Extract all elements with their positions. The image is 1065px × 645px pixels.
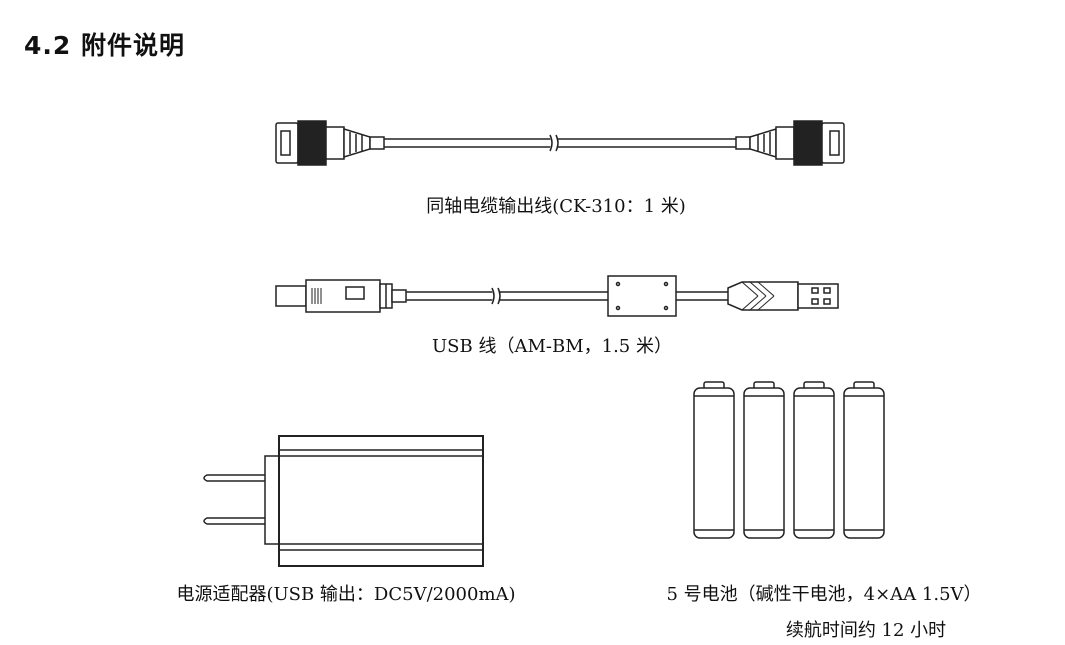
power-adapter-illustration [203, 435, 484, 567]
batteries-illustration [693, 381, 885, 539]
batteries-runtime-caption: 续航时间约 12 小时 [785, 620, 947, 641]
battery-4 [843, 381, 885, 539]
coax-cable-illustration [275, 120, 845, 166]
battery-3 [793, 381, 835, 539]
coax-cable-caption: 同轴电缆输出线(CK-310：1 米) [426, 196, 686, 217]
battery-2 [743, 381, 785, 539]
section-heading: 4.2 附件说明 [24, 31, 185, 60]
usb-cable-illustration [275, 275, 839, 317]
battery-1 [693, 381, 735, 539]
batteries-caption: 5 号电池（碱性干电池，4×AA 1.5V） [666, 584, 982, 605]
usb-cable-caption: USB 线（AM-BM，1.5 米） [432, 336, 672, 357]
power-adapter-caption: 电源适配器(USB 输出：DC5V/2000mA) [176, 584, 516, 605]
